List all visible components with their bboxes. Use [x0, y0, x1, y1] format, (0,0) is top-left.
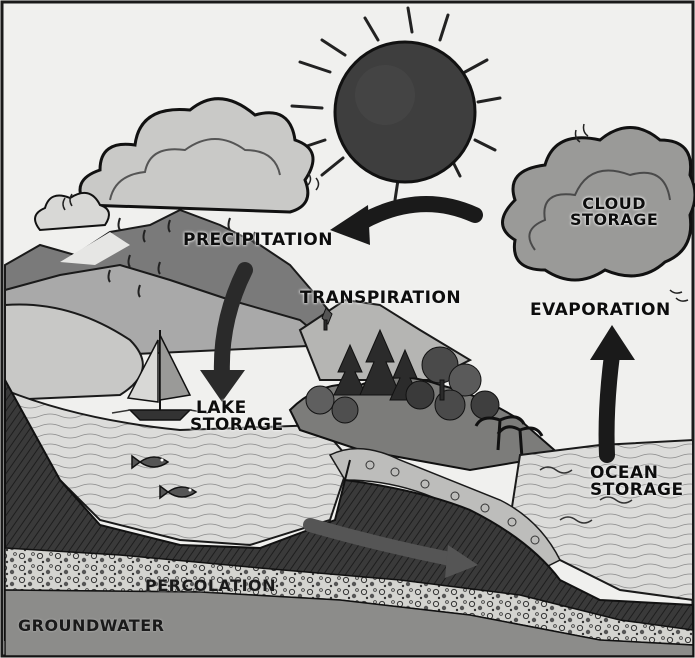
lake-storage-label-line2: STORAGE — [190, 417, 284, 434]
ocean-storage-label-line2: STORAGE — [590, 482, 684, 499]
precipitation-label: PRECIPITATION — [183, 232, 333, 249]
transpiration-label: TRANSPIRATION — [300, 290, 461, 307]
cloud-storage-label: CLOUD STORAGE — [570, 196, 658, 229]
percolation-label: PERCOLATION — [145, 578, 276, 594]
cloud-storage-label-line2: STORAGE — [570, 212, 658, 228]
evaporation-label: EVAPORATION — [530, 302, 671, 319]
lake-storage-label: LAKE STORAGE — [190, 400, 284, 435]
ocean-storage-label: OCEAN STORAGE — [590, 465, 684, 500]
groundwater-label: GROUNDWATER — [18, 618, 164, 634]
